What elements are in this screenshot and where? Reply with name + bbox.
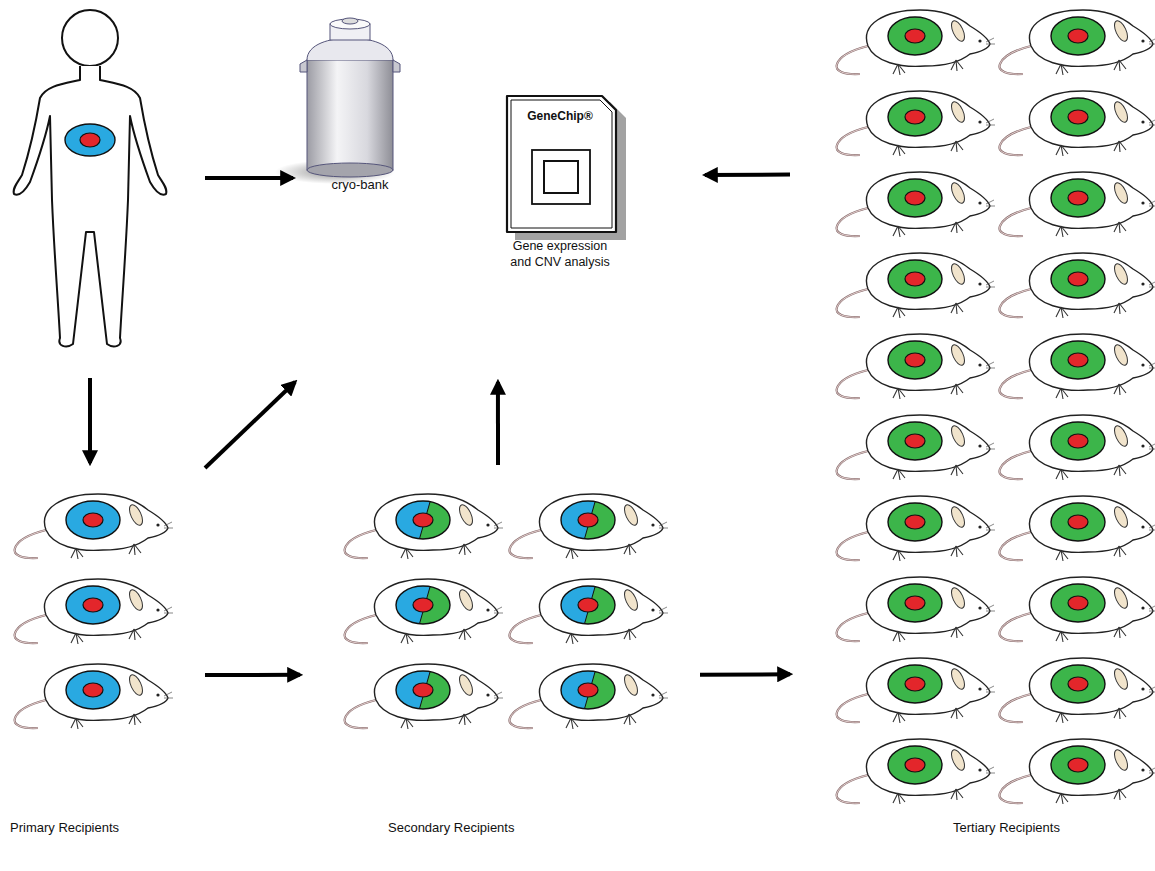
genechip-node: GeneChip® Gene expression and CNV analysi… xyxy=(415,85,705,382)
mouse-icon xyxy=(836,739,995,804)
mouse-icon xyxy=(999,334,1155,399)
mouse-icon xyxy=(836,415,995,480)
mouse-icon xyxy=(999,739,1155,804)
flow-arrow xyxy=(205,382,295,468)
node-label: Gene expression and CNV analysis xyxy=(505,239,615,270)
mouse-icon xyxy=(14,494,173,559)
cryo-bank-node: cryo-bank xyxy=(285,20,435,382)
flow-arrow xyxy=(700,672,790,677)
mouse-icon xyxy=(836,253,995,318)
mouse-icon xyxy=(14,579,173,644)
flow-arrow xyxy=(705,173,790,177)
mouse-icon xyxy=(999,10,1155,75)
flow-arrow xyxy=(205,176,293,180)
mouse-icon xyxy=(836,91,995,156)
mouse-icon xyxy=(999,577,1155,642)
flow-arrow xyxy=(205,673,300,677)
node-label: cryo-bank xyxy=(300,177,420,193)
mouse-icon xyxy=(509,573,668,644)
mouse-icon xyxy=(999,172,1155,237)
mouse-group xyxy=(14,10,1155,804)
flow-arrow xyxy=(496,382,500,465)
node-label: Tertiary Recipients xyxy=(953,820,1060,836)
primary-group: Primary Recipients xyxy=(10,468,205,848)
mouse-icon xyxy=(836,172,995,237)
mouse-icon xyxy=(344,573,503,644)
mouse-icon xyxy=(509,658,668,729)
tertiary-group: Tertiary Recipients xyxy=(790,0,1155,860)
mouse-icon xyxy=(999,658,1155,723)
mouse-icon xyxy=(836,10,995,75)
cryo-tank xyxy=(275,18,400,184)
chip-label: GeneChip® xyxy=(510,109,610,124)
mouse-icon xyxy=(344,658,503,729)
genechip-card xyxy=(507,96,626,240)
mouse-icon xyxy=(344,488,503,559)
mouse-icon xyxy=(509,488,668,559)
mouse-icon xyxy=(999,91,1155,156)
mouse-icon xyxy=(999,496,1155,561)
mouse-icon xyxy=(836,334,995,399)
secondary-group: Secondary Recipients xyxy=(300,465,700,850)
mouse-icon xyxy=(999,415,1155,480)
patient-figure xyxy=(14,10,167,346)
node-label: Secondary Recipients xyxy=(388,820,514,836)
mouse-icon xyxy=(999,253,1155,318)
mouse-icon xyxy=(836,496,995,561)
flow-arrow xyxy=(88,378,92,463)
mouse-icon xyxy=(14,664,173,729)
node-label: Primary Recipients xyxy=(10,820,119,836)
mouse-icon xyxy=(836,658,995,723)
mouse-icon xyxy=(836,577,995,642)
